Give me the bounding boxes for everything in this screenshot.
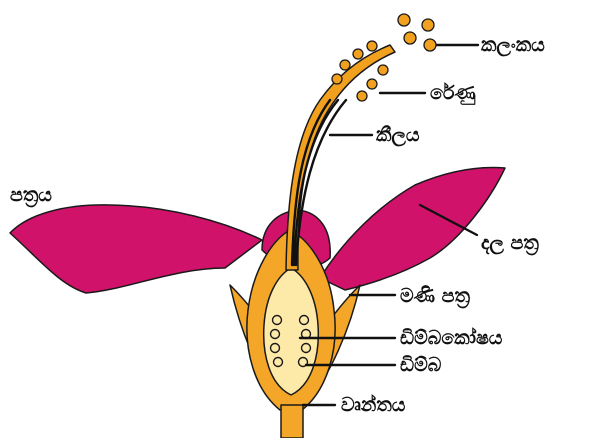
label-ovule: ඩිම්බ bbox=[400, 356, 441, 375]
right-petal bbox=[320, 168, 505, 290]
label-pollen: රේණු bbox=[430, 84, 476, 103]
receptacle-stem bbox=[281, 405, 303, 438]
stigma-lobes bbox=[398, 14, 436, 51]
label-style: කීලය bbox=[376, 126, 420, 145]
label-stigma: කලංකය bbox=[481, 36, 545, 55]
label-flower: පත්‍රය bbox=[10, 186, 52, 205]
left-petal bbox=[10, 205, 262, 293]
label-petal: දල පත්‍ර bbox=[481, 234, 539, 253]
label-ovary: ඩිම්බකෝෂය bbox=[400, 329, 502, 348]
label-receptacle: වෘන්තය bbox=[341, 396, 405, 415]
label-sepal: මණි පත්‍ර bbox=[400, 287, 470, 306]
